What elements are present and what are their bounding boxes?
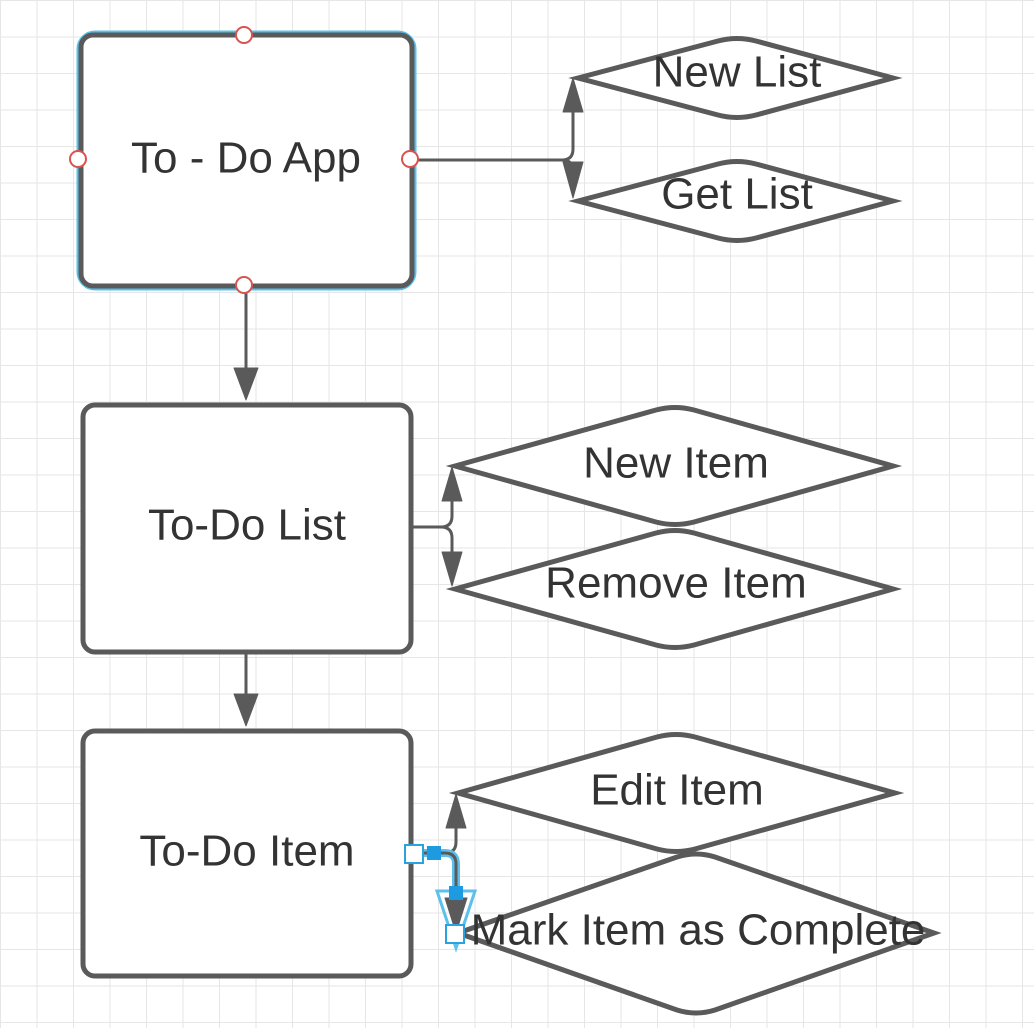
- node-to-do-app[interactable]: To - Do App: [76, 30, 417, 291]
- decision-remove-item[interactable]: Remove Item: [445, 528, 903, 650]
- connection-handle-left[interactable]: [69, 150, 87, 168]
- node-label: To-Do Item: [139, 827, 354, 876]
- connector-list-to-item[interactable]: [233, 652, 259, 727]
- arrowhead-icon: [233, 693, 259, 727]
- decision-edit-item[interactable]: Edit Item: [448, 732, 905, 854]
- decision-label: New Item: [583, 439, 769, 488]
- connector-end-handle[interactable]: [445, 924, 465, 944]
- arrowhead-icon: [441, 551, 463, 587]
- connection-handle-top[interactable]: [235, 26, 253, 44]
- arrowhead-icon: [445, 793, 467, 829]
- node-label: To - Do App: [131, 134, 361, 183]
- control-point-handle[interactable]: [449, 886, 463, 900]
- node-label: To-Do List: [148, 501, 346, 550]
- decision-label: Get List: [661, 170, 813, 219]
- arrowhead-icon: [441, 466, 463, 502]
- connector-app-to-new-list[interactable]: [411, 77, 584, 162]
- decision-label: Remove Item: [545, 559, 807, 608]
- arrowhead-icon: [233, 367, 259, 401]
- decision-new-list[interactable]: New List: [568, 36, 903, 120]
- node-to-do-list[interactable]: To-Do List: [80, 402, 414, 655]
- decision-get-list[interactable]: Get List: [568, 159, 903, 243]
- connector-item-to-mark-complete[interactable]: [404, 844, 478, 953]
- decision-new-item[interactable]: New Item: [445, 405, 903, 527]
- arrowhead-icon: [562, 77, 584, 113]
- arrowhead-icon: [562, 161, 584, 199]
- connection-handle-bottom[interactable]: [235, 276, 253, 294]
- connector-app-to-get-list[interactable]: [561, 158, 584, 199]
- connector-app-to-list[interactable]: [233, 287, 259, 401]
- connection-handle-right[interactable]: [401, 150, 419, 168]
- control-point-handle[interactable]: [427, 846, 441, 860]
- node-to-do-item[interactable]: To-Do Item: [80, 728, 414, 979]
- connection-handles: [69, 26, 419, 294]
- connector-list-to-new-item[interactable]: [411, 466, 463, 529]
- decision-mark-item-as-complete[interactable]: Mark Item as Complete: [450, 851, 942, 1016]
- decision-label: New List: [653, 48, 822, 97]
- connector-start-handle[interactable]: [404, 844, 424, 864]
- decision-label: Edit Item: [590, 766, 764, 815]
- connector-list-to-remove-item[interactable]: [440, 525, 463, 587]
- decision-label: Mark Item as Complete: [471, 906, 926, 955]
